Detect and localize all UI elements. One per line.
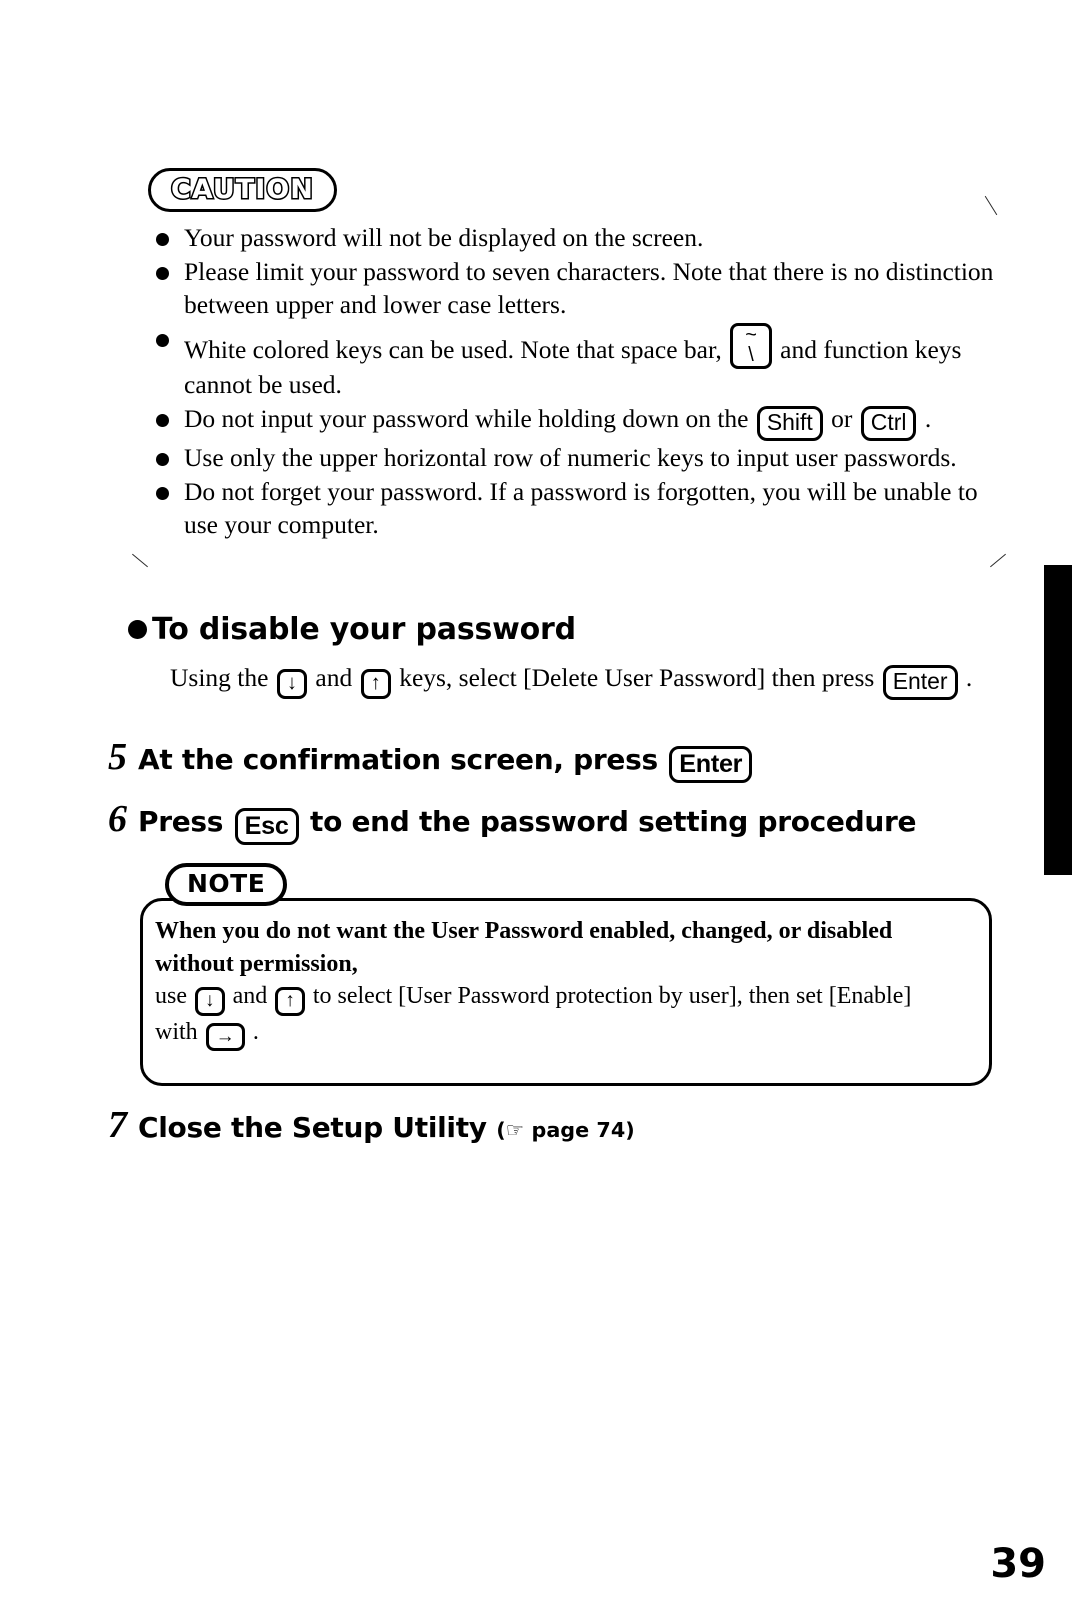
caution-bullet-4-post: . <box>924 404 932 434</box>
step-7-text: Close the Setup Utility (☞ page 74) <box>138 1111 635 1144</box>
bullet-dot-icon <box>156 414 169 428</box>
pointing-hand-icon: ☞ <box>505 1118 525 1142</box>
keycap-esc-icon: Esc <box>234 808 299 846</box>
step-7-label: Close the Setup Utility <box>138 1111 487 1144</box>
caution-bullet-6-text: Do not forget your password. If a passwo… <box>184 476 978 539</box>
disable-password-body: Using the ↓ and ↑ keys, select [Delete U… <box>170 661 988 700</box>
note-line-1: When you do not want the User Password e… <box>155 915 985 948</box>
keycap-arrow-down-icon: ↓ <box>195 987 225 1016</box>
caution-bullet-5: Use only the upper horizontal row of num… <box>148 442 998 475</box>
caution-bullet-5-text: Use only the upper horizontal row of num… <box>184 443 957 473</box>
keycap-arrow-up-icon: ↑ <box>275 987 305 1016</box>
step-6-text: Press Esc to end the password setting pr… <box>138 805 917 846</box>
caution-bullet-2-text: Please limit your password to seven char… <box>184 256 994 319</box>
step-7-page-reference: (☞ page 74) <box>496 1118 635 1142</box>
step-5-text: At the confirmation screen, press Enter <box>138 743 754 784</box>
step-7-number: 7 <box>108 1104 127 1146</box>
keycap-arrow-right-icon: → <box>205 1022 245 1052</box>
scan-artifact-left <box>132 553 148 568</box>
bullet-dot-icon <box>156 333 169 347</box>
caution-bullet-1-text: Your password will not be displayed on t… <box>184 223 704 252</box>
disable-password-heading-text: To disable your password <box>152 612 576 647</box>
step-6: 6 Press Esc to end the password setting … <box>108 797 917 846</box>
page-edge-tab-marker <box>1044 565 1072 875</box>
caution-bullet-2: Please limit your password to seven char… <box>148 256 998 322</box>
keycap-arrow-down-icon: ↓ <box>276 669 308 699</box>
step-5: 5 At the confirmation screen, press Ente… <box>108 735 754 784</box>
caution-bullet-list: Your password will not be displayed on t… <box>148 222 998 542</box>
note-line-2-text: without permission, <box>155 950 358 977</box>
keycap-arrow-up-icon: ↑ <box>360 669 391 699</box>
step-5-label: At the confirmation screen, press <box>138 743 658 776</box>
keycap-ctrl-icon: Ctrl <box>860 406 917 442</box>
disable-body-pre: Using the <box>170 663 269 692</box>
bullet-dot-icon <box>156 266 169 280</box>
caution-badge: CAUTION <box>148 168 337 212</box>
note-box <box>140 898 992 1086</box>
note-line-3-mid: to select [User Password protection by u… <box>312 983 912 1010</box>
note-line-3-pre: use <box>155 983 187 1010</box>
step-7: 7 Close the Setup Utility (☞ page 74) <box>108 1103 635 1147</box>
note-tab-label: NOTE <box>165 863 288 906</box>
note-line-4: with → . <box>155 1016 985 1052</box>
scan-artifact-right <box>990 553 1006 568</box>
disable-password-section: To disable your password Using the ↓ and… <box>128 612 988 700</box>
note-body: When you do not want the User Password e… <box>155 915 985 1052</box>
reference-page-text: page 74) <box>531 1118 635 1142</box>
note-line-1-text: When you do not want the User Password e… <box>155 918 893 944</box>
keycap-enter-icon: Enter <box>882 665 958 700</box>
note-line-3: use ↓ and ↑ to select [User Password pro… <box>155 980 985 1016</box>
bullet-dot-icon <box>156 233 169 246</box>
disable-body-post: . <box>965 663 973 692</box>
note-line-4-pre: with <box>155 1018 198 1045</box>
keycap-tilde-top: ~ <box>745 323 757 346</box>
keycap-shift-icon: Shift <box>756 406 823 442</box>
caution-bullet-3-pre: White colored keys can be used. Note tha… <box>184 334 722 364</box>
caution-bullet-3-post: and function keys cannot be used. <box>184 334 962 400</box>
step-6-number: 6 <box>108 798 127 840</box>
note-line-3-and: and <box>232 983 268 1010</box>
bullet-dot-icon <box>156 486 169 500</box>
step-6-label-pre: Press <box>138 805 224 838</box>
disable-body-mid: keys, select [Delete User Password] then… <box>399 663 875 692</box>
bullet-dot-icon <box>156 453 169 467</box>
caution-label: CAUTION <box>170 174 315 205</box>
disable-body-and: and <box>315 663 353 692</box>
step-5-number: 5 <box>108 736 127 778</box>
step-6-label-post: to end the password setting procedure <box>309 805 917 838</box>
caution-block: CAUTION Your password will not be displa… <box>148 168 998 543</box>
caution-bullet-1: Your password will not be displayed on t… <box>148 222 998 255</box>
caution-bullet-4: Do not input your password while holding… <box>148 403 998 442</box>
keycap-backslash-bottom: \ <box>748 343 754 366</box>
disable-password-heading: To disable your password <box>128 612 988 647</box>
caution-bullet-3: White colored keys can be used. Note tha… <box>148 322 998 403</box>
heading-bullet-icon <box>128 620 147 639</box>
caution-bullet-4-pre: Do not input your password while holding… <box>184 404 749 434</box>
page-number: 39 <box>990 1541 1046 1587</box>
keycap-tilde-backslash-icon: ~ \ <box>730 322 772 370</box>
note-line-2: without permission, <box>155 948 985 981</box>
reference-open-paren: ( <box>496 1118 506 1142</box>
caution-bullet-6: Do not forget your password. If a passwo… <box>148 476 998 542</box>
note-line-4-post: . <box>252 1018 259 1045</box>
caution-bullet-4-mid: or <box>831 404 853 434</box>
keycap-enter-icon: Enter <box>669 746 753 784</box>
